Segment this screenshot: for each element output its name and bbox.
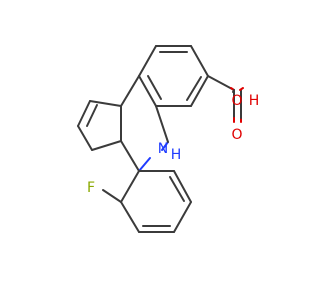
bond (120, 75, 140, 107)
bond (138, 157, 151, 172)
fluorine-label: F (87, 180, 95, 196)
bond (138, 45, 157, 77)
bond (91, 140, 122, 151)
bond-inner (86, 104, 98, 127)
bond (120, 140, 140, 172)
carboxylic-acid-group: O H O (207, 75, 260, 143)
bond (120, 170, 140, 203)
fluorophenyl-ring: F (87, 170, 192, 233)
bond (190, 45, 209, 77)
bond (207, 75, 235, 91)
bond-inner (147, 75, 162, 100)
hydroxyl-hydrogen-label: H (249, 93, 260, 109)
bond (161, 141, 169, 151)
bond-inner (186, 76, 202, 101)
molecule-diagram: O H O N H (77, 45, 260, 233)
bond (120, 201, 140, 233)
bond (102, 189, 122, 203)
bond (173, 201, 192, 233)
bond (89, 100, 122, 107)
fused-benzene-ring (138, 45, 209, 107)
tetrahydroquinoline-ring: N H (120, 75, 182, 172)
bond (190, 75, 209, 107)
bond (155, 105, 169, 143)
bond (239, 87, 244, 91)
nitrogen-hydrogen-label: H (171, 147, 182, 163)
bond (138, 75, 157, 107)
bond (77, 100, 91, 127)
molecule-svg: O H O N H (77, 45, 260, 233)
cyclopentene-ring (77, 100, 122, 151)
nitrogen-label: N (158, 141, 168, 157)
bond (232, 89, 235, 93)
hydroxyl-oxygen-label: O (231, 93, 242, 109)
bond (173, 170, 192, 203)
bond-inner (169, 176, 185, 202)
carbonyl-oxygen-label: O (231, 127, 242, 143)
bond (77, 125, 93, 151)
